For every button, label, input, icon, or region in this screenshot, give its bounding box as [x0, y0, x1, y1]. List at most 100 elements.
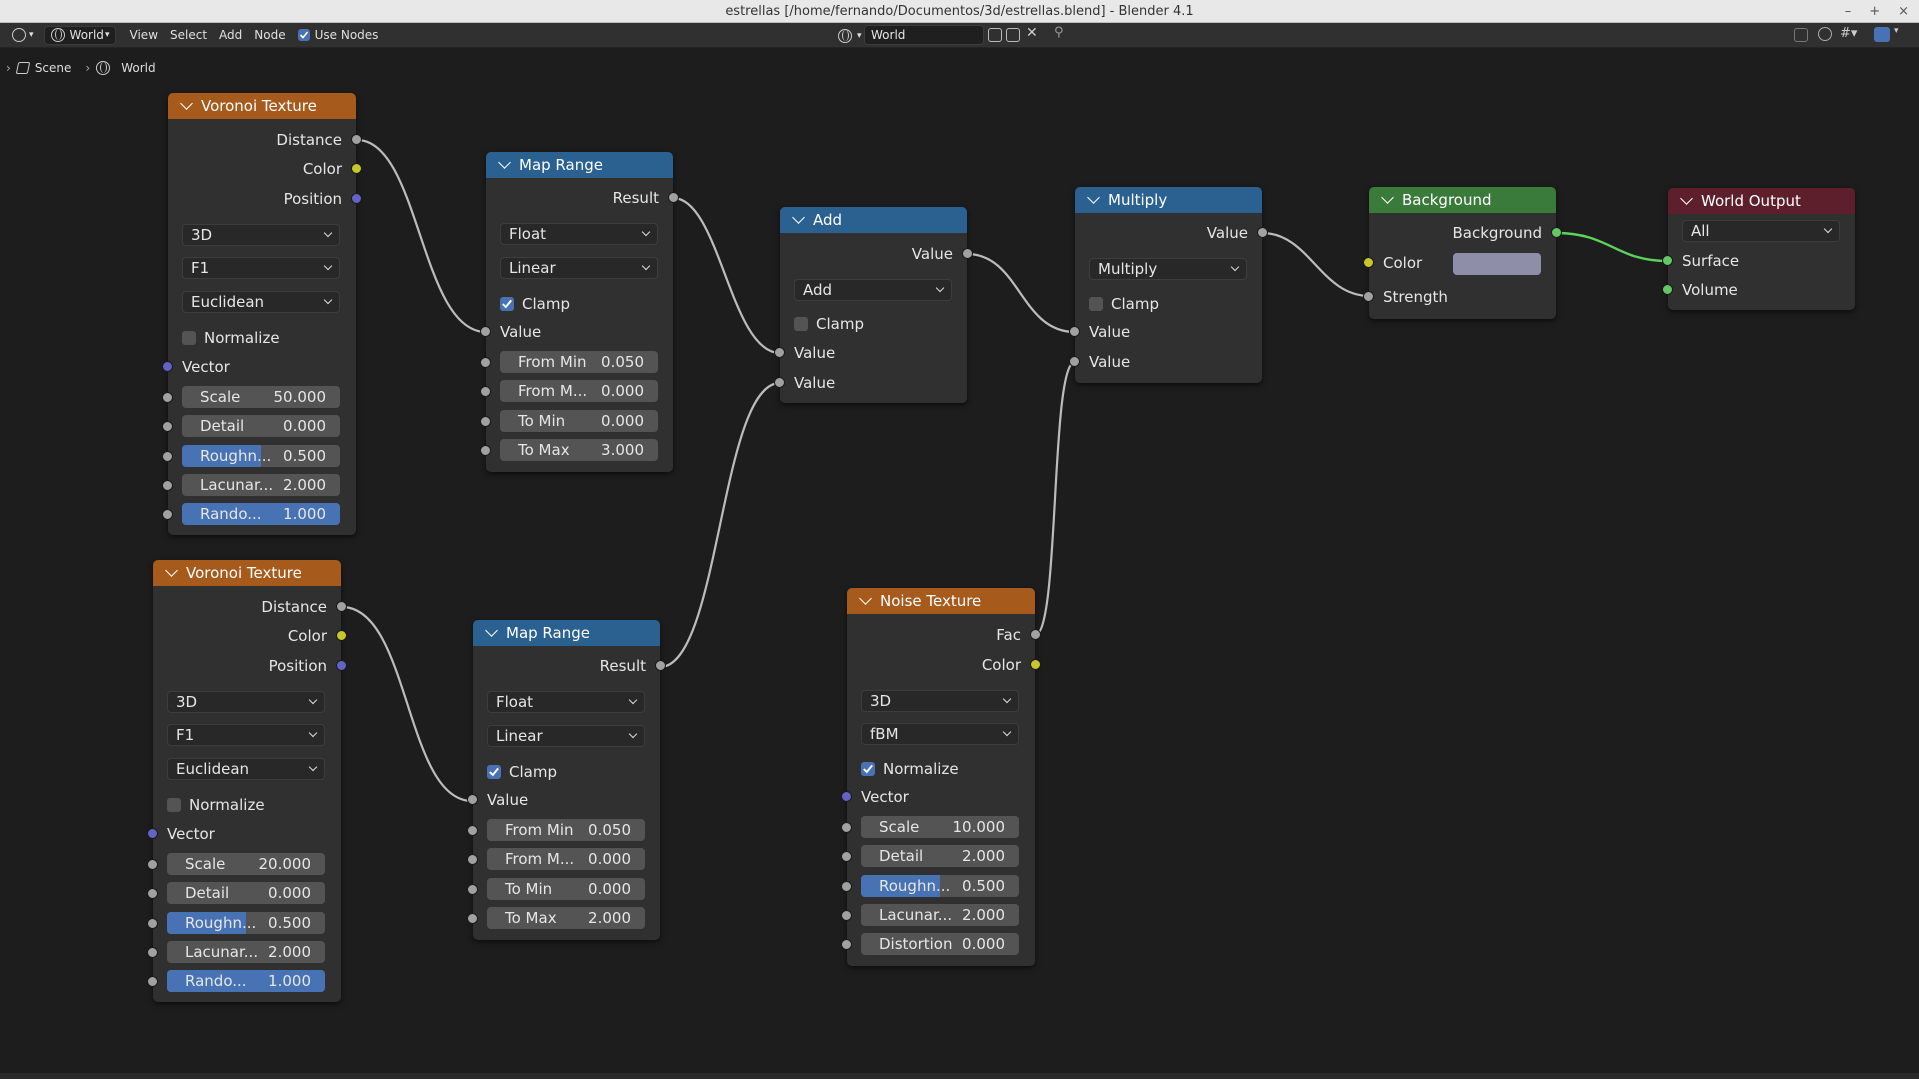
- map-range-node-1[interactable]: Map Range Result Float Linear Clamp Valu…: [480, 152, 679, 472]
- operation-dropdown[interactable]: Multiply: [1089, 258, 1247, 280]
- data-type-dropdown[interactable]: Float: [500, 223, 658, 245]
- node-header[interactable]: World Output: [1668, 188, 1855, 214]
- distance-metric-dropdown[interactable]: Euclidean: [167, 758, 325, 780]
- map-range-node-2[interactable]: Map Range Result Float Linear Clamp Valu…: [467, 620, 666, 940]
- world-output-node[interactable]: World Output All Surface Volume: [1662, 188, 1855, 310]
- feature-dropdown[interactable]: F1: [167, 724, 325, 746]
- node-header[interactable]: Map Range: [473, 620, 660, 646]
- node-header[interactable]: Voronoi Texture: [153, 560, 341, 586]
- socket-from-min[interactable]: [467, 825, 478, 836]
- randomness-field[interactable]: Rando...1.000: [167, 970, 325, 992]
- from-max-field[interactable]: From M...0.000: [500, 380, 658, 402]
- socket-randomness[interactable]: [162, 509, 173, 520]
- socket-color[interactable]: [1363, 257, 1374, 268]
- node-header[interactable]: Multiply: [1075, 187, 1262, 213]
- collapse-chevron-icon[interactable]: [1087, 191, 1100, 204]
- color-swatch[interactable]: [1453, 253, 1541, 275]
- socket-roughness[interactable]: [162, 451, 173, 462]
- menu-add[interactable]: Add: [219, 28, 243, 42]
- socket-roughness[interactable]: [147, 918, 158, 929]
- node-header[interactable]: Add: [780, 207, 967, 233]
- shader-type-dropdown[interactable]: World ▾: [43, 25, 116, 45]
- socket-color[interactable]: [336, 630, 347, 641]
- use-nodes-checkbox[interactable]: Use Nodes: [292, 26, 385, 45]
- duplicate-icon[interactable]: [1006, 28, 1020, 42]
- maximize-button[interactable]: +: [1869, 4, 1881, 19]
- normalize-checkbox[interactable]: Normalize: [182, 329, 280, 347]
- socket-position[interactable]: [336, 660, 347, 671]
- node-header[interactable]: Background: [1369, 187, 1556, 213]
- socket-from-max[interactable]: [467, 854, 478, 865]
- close-button[interactable]: ×: [1898, 4, 1909, 19]
- noise-texture-node[interactable]: Noise Texture Fac Color 3D fBM Normalize…: [841, 588, 1041, 966]
- snap-grid-icon[interactable]: #▾: [1840, 26, 1858, 41]
- parent-node-tree-icon[interactable]: [1794, 28, 1808, 42]
- collapse-chevron-icon[interactable]: [1381, 191, 1394, 204]
- socket-to-max[interactable]: [467, 913, 478, 924]
- node-header[interactable]: Noise Texture: [847, 588, 1035, 614]
- voronoi-texture-node-1[interactable]: Voronoi Texture Distance Color Position …: [162, 93, 362, 535]
- voronoi-texture-node-2[interactable]: Voronoi Texture Distance Color Position …: [147, 560, 347, 1002]
- socket-value-in-1[interactable]: [774, 347, 785, 358]
- socket-randomness[interactable]: [147, 976, 158, 987]
- socket-vector[interactable]: [841, 791, 852, 802]
- node-header[interactable]: Voronoi Texture: [168, 93, 356, 119]
- overlays-icon[interactable]: [1874, 27, 1890, 42]
- snap-icon[interactable]: [1818, 27, 1832, 41]
- operation-dropdown[interactable]: Add: [794, 279, 952, 301]
- socket-to-max[interactable]: [480, 445, 491, 456]
- menu-view[interactable]: View: [129, 28, 159, 42]
- socket-lacunarity[interactable]: [841, 910, 852, 921]
- interpolation-dropdown[interactable]: Linear: [487, 725, 645, 747]
- socket-color[interactable]: [1030, 659, 1041, 670]
- roughness-field[interactable]: Roughn...0.500: [861, 875, 1019, 897]
- socket-detail[interactable]: [147, 888, 158, 899]
- randomness-field[interactable]: Rando...1.000: [182, 503, 340, 525]
- collapse-chevron-icon[interactable]: [485, 624, 498, 637]
- socket-color[interactable]: [351, 163, 362, 174]
- unlink-icon[interactable]: ✕: [1026, 25, 1038, 41]
- distance-metric-dropdown[interactable]: Euclidean: [182, 291, 340, 313]
- socket-result[interactable]: [655, 660, 666, 671]
- pin-icon[interactable]: ⚲: [1054, 25, 1064, 40]
- socket-fac[interactable]: [1030, 629, 1041, 640]
- fake-user-shield-icon[interactable]: [988, 28, 1002, 42]
- menu-node[interactable]: Node: [254, 28, 286, 42]
- feature-dropdown[interactable]: F1: [182, 257, 340, 279]
- socket-volume[interactable]: [1662, 284, 1673, 295]
- collapse-chevron-icon[interactable]: [859, 592, 872, 605]
- socket-vector[interactable]: [147, 828, 158, 839]
- socket-from-max[interactable]: [480, 386, 491, 397]
- math-add-node[interactable]: Add Value Add Clamp Value Value: [774, 207, 973, 403]
- socket-value-out[interactable]: [1257, 227, 1268, 238]
- interpolation-dropdown[interactable]: Linear: [500, 257, 658, 279]
- socket-roughness[interactable]: [841, 881, 852, 892]
- node-header[interactable]: Map Range: [486, 152, 673, 178]
- socket-value-out[interactable]: [962, 248, 973, 259]
- menu-select[interactable]: Select: [170, 28, 208, 42]
- world-browse-button[interactable]: ▾: [832, 26, 868, 45]
- overlays-dropdown-icon[interactable]: ▾: [1894, 26, 1899, 36]
- clamp-checkbox[interactable]: Clamp: [1089, 295, 1159, 313]
- socket-surface[interactable]: [1662, 255, 1673, 266]
- socket-distance[interactable]: [336, 601, 347, 612]
- background-shader-node[interactable]: Background Background Color Strength: [1363, 187, 1562, 319]
- socket-detail[interactable]: [841, 851, 852, 862]
- socket-scale[interactable]: [841, 822, 852, 833]
- dimensions-dropdown[interactable]: 3D: [167, 691, 325, 713]
- data-type-dropdown[interactable]: Float: [487, 691, 645, 713]
- socket-value-in-2[interactable]: [1069, 356, 1080, 367]
- socket-strength[interactable]: [1363, 291, 1374, 302]
- target-dropdown[interactable]: All: [1682, 220, 1840, 242]
- socket-lacunarity[interactable]: [162, 480, 173, 491]
- from-max-field[interactable]: From M...0.000: [487, 848, 645, 870]
